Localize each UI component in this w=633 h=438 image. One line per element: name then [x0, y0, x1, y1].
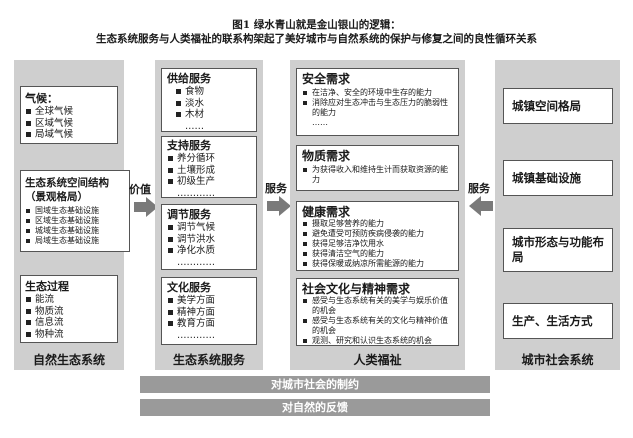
list-item: 木材	[175, 109, 251, 121]
figure-subtitle: 生态系统服务与人类福祉的联系构架起了美好城市与自然系统的保护与修复之间的良性循环…	[96, 33, 537, 45]
list-item: 感受与生态系统有关的文化与精神价值的机会	[302, 316, 453, 336]
list-item: 在洁净、安全的环境中生存的能力	[302, 88, 453, 98]
arrow-label-service-right: 服务	[468, 182, 490, 195]
band-feedback-to-nature: 对自然的反馈	[140, 399, 490, 416]
box-cultural: 文化服务 美学方面 精神方面 教育方面 …………	[161, 277, 257, 345]
panel-label-urban: 城市社会系统	[521, 353, 594, 367]
list-item: 城域生态基础设施	[25, 226, 125, 236]
list-item: 初级生产	[167, 176, 251, 188]
list-item: 能流	[25, 294, 113, 306]
arrow-label-value: 价值	[129, 183, 151, 196]
box-spatial-structure: 生态系统空间结构（景观格局） 国域生态基础设施 区域生态基础设施 城域生态基础设…	[20, 170, 130, 252]
arrow-service-left	[267, 196, 291, 216]
box-urban-form-function: 城市形态与功能布局	[503, 228, 613, 272]
band-constraint-on-urban: 对城市社会的制约	[140, 376, 490, 393]
item-list: 调节气候 调节洪水 净化水质 …………	[167, 222, 251, 268]
box-regulating: 调节服务 调节气候 调节洪水 净化水质 …………	[161, 204, 257, 270]
list-item: 教育方面	[167, 318, 251, 330]
item-list: 养分循环 土壤形成 初级生产 …………	[167, 153, 251, 199]
box-title: 支持服务	[167, 139, 211, 152]
list-item: 养分循环	[167, 153, 251, 165]
list-item: 观测、研究和认识生态系统的机会	[302, 336, 453, 346]
box-title: 安全需求	[302, 72, 351, 86]
item-list: 能流 物质流 信息流 物种流	[25, 294, 113, 340]
list-item: 调节洪水	[167, 234, 251, 246]
list-item: 局域生态基础设施	[25, 236, 125, 246]
box-title: 生态系统空间结构（景观格局）	[25, 177, 109, 203]
list-item: 消除应对生态冲击与生态压力的脆弱性的能力	[302, 98, 453, 118]
list-item: 精神方面	[167, 307, 251, 319]
list-item: 淡水	[175, 98, 251, 110]
list-item: 净化水质	[167, 245, 251, 257]
list-item: 信息流	[25, 317, 113, 329]
item-list: 美学方面 精神方面 教育方面 …………	[167, 295, 251, 341]
list-item: …………	[177, 329, 215, 341]
list-item: …………	[177, 256, 215, 268]
item-list: 食物 淡水 木材 ……	[167, 86, 251, 132]
list-item: 物种流	[25, 329, 113, 341]
list-item: 区域生态基础设施	[25, 216, 125, 226]
list-item: 全球气候	[25, 106, 113, 118]
list-item: 摄取足够营养的能力	[302, 219, 453, 229]
box-supporting: 支持服务 养分循环 土壤形成 初级生产 …………	[161, 136, 257, 199]
box-title: 气候：	[25, 92, 58, 105]
box-provisioning: 供给服务 食物 淡水 木材 ……	[161, 68, 257, 132]
item-list: 国域生态基础设施 区域生态基础设施 城域生态基础设施 局域生态基础设施	[25, 206, 125, 246]
box-sociocultural-needs: 社会文化与精神需求 感受与生态系统有关的美学与娱乐价值的机会 感受与生态系统有关…	[296, 278, 459, 346]
list-item: 局域气候	[25, 129, 113, 141]
list-item: 国域生态基础设施	[25, 206, 125, 216]
item-list: 为获得收入和维持生计而获取资源的能力	[302, 165, 453, 185]
box-production-lifestyle: 生产、生活方式	[503, 303, 613, 339]
list-item: 土壤形成	[167, 165, 251, 177]
list-item: …………	[177, 187, 215, 199]
list-item: 获得足够洁净饮用水	[302, 239, 453, 249]
list-item: 避免遭受可预防疾病侵袭的能力	[302, 229, 453, 239]
list-item: 物质流	[25, 306, 113, 318]
box-security-needs: 安全需求 在洁净、安全的环境中生存的能力 消除应对生态冲击与生态压力的脆弱性的能…	[296, 68, 459, 136]
list-item: 获得保暖或纳凉所需能源的能力	[302, 259, 453, 269]
list-item: 获得清洁空气的能力	[302, 249, 453, 259]
box-urban-infrastructure: 城镇基础设施	[503, 160, 613, 196]
list-item: ……	[312, 118, 328, 127]
item-list: 感受与生态系统有关的美学与娱乐价值的机会 感受与生态系统有关的文化与精神价值的机…	[302, 296, 453, 346]
item-list: 摄取足够营养的能力 避免遭受可预防疾病侵袭的能力 获得足够洁净饮用水 获得清洁空…	[302, 219, 453, 269]
box-climate: 气候： 全球气候 区域气候 局域气候	[20, 86, 118, 144]
panel-label-wellbeing: 人类福祉	[353, 353, 402, 367]
box-title: 社会文化与精神需求	[302, 282, 411, 296]
panel-label-natural: 自然生态系统	[32, 353, 105, 367]
arrow-service-right	[469, 196, 493, 216]
box-ecological-process: 生态过程 能流 物质流 信息流 物种流	[20, 275, 118, 343]
panel-label-services: 生态系统服务	[172, 353, 245, 367]
list-item: 美学方面	[167, 295, 251, 307]
box-title: 供给服务	[167, 72, 211, 85]
arrow-label-service-left: 服务	[265, 182, 287, 195]
item-list: 在洁净、安全的环境中生存的能力 消除应对生态冲击与生态压力的脆弱性的能力 ……	[302, 88, 453, 128]
box-title: 文化服务	[167, 281, 211, 294]
list-item: 区域气候	[25, 118, 113, 130]
list-item: 为获得收入和维持生计而获取资源的能力	[302, 165, 453, 185]
item-list: 全球气候 区域气候 局域气候	[25, 106, 113, 141]
box-title: 物质需求	[302, 149, 351, 163]
box-material-needs: 物质需求 为获得收入和维持生计而获取资源的能力	[296, 145, 459, 191]
box-title: 调节服务	[167, 208, 211, 221]
box-title: 健康需求	[302, 205, 351, 219]
box-urban-spatial-pattern: 城镇空间格局	[503, 88, 613, 124]
box-health-needs: 健康需求 摄取足够营养的能力 避免遭受可预防疾病侵袭的能力 获得足够洁净饮用水 …	[296, 201, 459, 271]
list-item: 调节气候	[167, 222, 251, 234]
figure-title: 图1 绿水青山就是金山银山的逻辑：	[232, 19, 401, 31]
box-title: 生态过程	[25, 280, 69, 293]
arrow-value	[134, 197, 158, 217]
list-item: 食物	[175, 86, 251, 98]
list-item: 感受与生态系统有关的美学与娱乐价值的机会	[302, 296, 453, 316]
list-item: ……	[185, 120, 204, 132]
